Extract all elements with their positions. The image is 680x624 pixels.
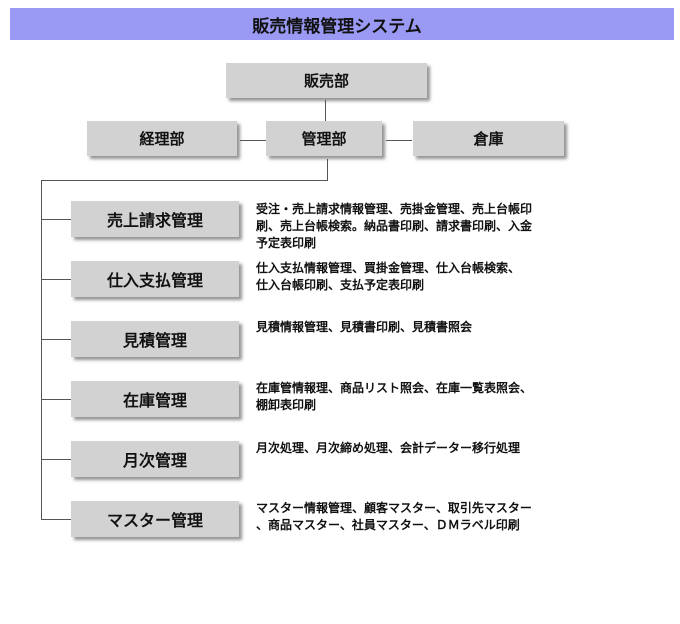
module-label: 見積管理 xyxy=(122,331,187,350)
module-label: 仕入支払管理 xyxy=(106,271,203,290)
branch-line xyxy=(41,219,71,220)
module-monthly: 月次管理 xyxy=(71,441,239,477)
module-description: 仕入支払情報管理、買掛金管理、仕入台帳検索、 仕入台帳印刷、支払予定表印刷 xyxy=(256,260,596,294)
connector-line xyxy=(41,180,328,181)
tree-trunk-line xyxy=(41,180,42,520)
connector-line xyxy=(386,140,412,141)
node-admin-dept: 管理部 xyxy=(266,121,382,156)
branch-line xyxy=(41,399,71,400)
node-label: 経理部 xyxy=(139,130,185,148)
module-estimate: 見積管理 xyxy=(71,321,239,357)
connector-line xyxy=(325,100,326,121)
page-title: 販売情報管理システム xyxy=(252,16,422,37)
module-description: マスター情報管理、顧客マスター、取引先マスター 、商品マスター、社員マスター、Ｄ… xyxy=(256,500,596,534)
branch-line xyxy=(41,279,71,280)
connector-line xyxy=(327,159,328,181)
desc-line: 、商品マスター、社員マスター、ＤＭラベル印刷 xyxy=(256,518,520,532)
node-label: 倉庫 xyxy=(473,130,504,148)
module-label: マスター管理 xyxy=(106,511,203,530)
node-warehouse: 倉庫 xyxy=(413,121,564,156)
module-master: マスター管理 xyxy=(71,501,239,537)
node-label: 販売部 xyxy=(303,72,349,90)
desc-line: 受注・売上請求情報管理、売掛金管理、売上台帳印 xyxy=(256,202,533,216)
desc-line: 仕入支払情報管理、買掛金管理、仕入台帳検索、 xyxy=(256,261,521,275)
desc-line: 予定表印刷 xyxy=(256,236,317,250)
node-sales-dept: 販売部 xyxy=(226,63,427,98)
desc-line: 仕入台帳印刷、支払予定表印刷 xyxy=(256,278,425,292)
node-accounting-dept: 経理部 xyxy=(87,121,237,156)
module-label: 売上請求管理 xyxy=(106,211,203,230)
module-label: 月次管理 xyxy=(122,451,187,470)
module-label: 在庫管理 xyxy=(122,391,187,410)
node-label: 管理部 xyxy=(301,130,347,148)
module-inventory: 在庫管理 xyxy=(71,381,239,417)
branch-line xyxy=(41,459,71,460)
module-description: 見積情報管理、見積書印刷、見積書照会 xyxy=(256,319,596,336)
module-description: 在庫管情報理、商品リスト照会、在庫一覧表照会、 棚卸表印刷 xyxy=(256,380,596,414)
desc-line: マスター情報管理、顧客マスター、取引先マスター xyxy=(256,501,532,515)
module-purchase-payment: 仕入支払管理 xyxy=(71,261,239,297)
desc-line: 月次処理、月次締め処理、会計データー移行処理 xyxy=(256,441,521,455)
branch-line xyxy=(41,519,71,520)
branch-line xyxy=(41,339,71,340)
connector-line xyxy=(240,140,266,141)
module-description: 月次処理、月次締め処理、会計データー移行処理 xyxy=(256,440,596,457)
desc-line: 棚卸表印刷 xyxy=(256,398,317,412)
desc-line: 在庫管情報理、商品リスト照会、在庫一覧表照会、 xyxy=(256,381,533,395)
title-bar: 販売情報管理システム xyxy=(10,8,674,40)
desc-line: 見積情報管理、見積書印刷、見積書照会 xyxy=(256,320,473,334)
module-sales-billing: 売上請求管理 xyxy=(71,201,239,237)
desc-line: 刷、売上台帳検索。納品書印刷、請求書印刷、入金 xyxy=(256,219,533,233)
module-description: 受注・売上請求情報管理、売掛金管理、売上台帳印 刷、売上台帳検索。納品書印刷、請… xyxy=(256,201,596,252)
